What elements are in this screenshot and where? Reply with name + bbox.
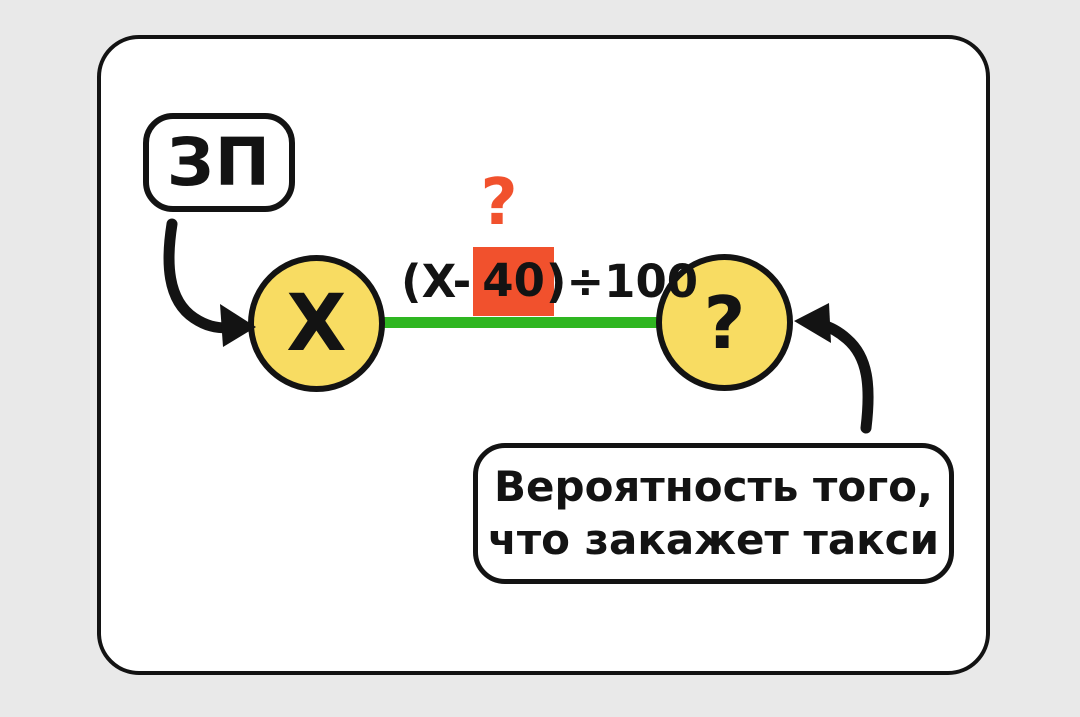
node-unknown-label: ? <box>703 280 746 365</box>
edge-unknown-question-mark: ? <box>480 166 518 240</box>
probability-label-line1: Вероятность того, <box>494 461 933 511</box>
formula-suffix: )÷100 <box>545 254 699 308</box>
node-x-label: X <box>286 278 347 369</box>
salary-label-box: ЗП <box>143 113 295 212</box>
formula-highlighted-value: 40 <box>473 246 554 316</box>
edge-line <box>383 317 658 328</box>
node-unknown: ? <box>656 254 793 391</box>
edge-formula: (X-40)÷100 <box>401 246 699 316</box>
node-x: X <box>248 255 385 392</box>
probability-label-box: Вероятность того, что закажет такси <box>473 443 954 584</box>
salary-label: ЗП <box>166 124 272 201</box>
probability-label-line2: что закажет такси <box>487 514 939 564</box>
formula-prefix: (X- <box>401 254 472 308</box>
